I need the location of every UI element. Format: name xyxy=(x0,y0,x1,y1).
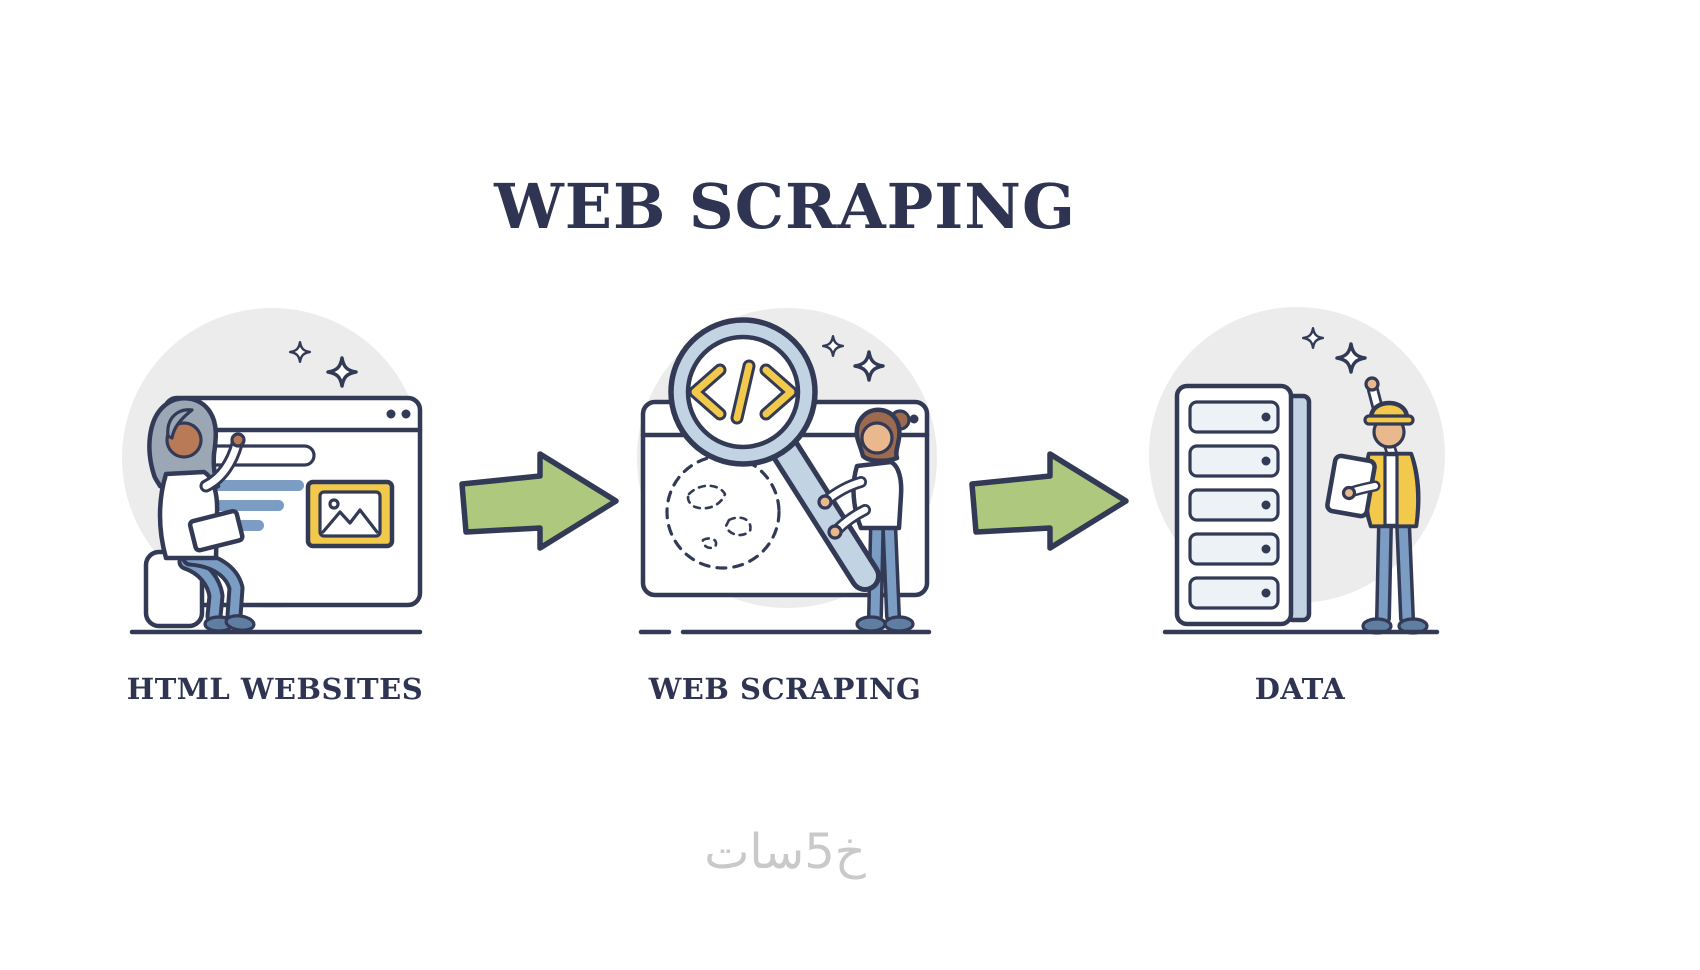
sparkle-icons xyxy=(288,340,358,388)
shoe xyxy=(883,615,915,633)
globe-icon xyxy=(665,454,781,570)
server-unit xyxy=(1188,576,1280,610)
laptop-icon xyxy=(187,508,245,553)
image-placeholder-icon xyxy=(305,479,395,549)
hard-hat-brim xyxy=(1363,414,1415,426)
sparkle-icons xyxy=(1301,326,1367,374)
illustration-web-scraping xyxy=(625,290,945,649)
hand xyxy=(817,494,833,510)
html-websites-graphic xyxy=(122,308,423,635)
label-web-scraping: WEB SCRAPING xyxy=(648,672,922,706)
server-unit xyxy=(1188,488,1280,522)
server-rack xyxy=(1174,383,1312,627)
hand xyxy=(827,524,843,540)
sparkle-icons xyxy=(821,334,885,382)
watermark: خ5سات xyxy=(704,824,866,880)
code-icon xyxy=(688,359,798,425)
shoe xyxy=(855,615,887,633)
arrow-right-icon xyxy=(969,451,1129,551)
content-block: WEB SCRAPING xyxy=(120,170,1455,880)
hand xyxy=(230,432,246,448)
web-scraping-graphic xyxy=(637,308,937,635)
label-html-websites: HTML WEBSITES xyxy=(126,672,424,706)
hand xyxy=(1364,376,1380,392)
server-unit xyxy=(1188,400,1280,434)
arms-on-handle xyxy=(817,476,871,540)
server-unit xyxy=(1188,532,1280,566)
data-graphic xyxy=(1149,307,1445,635)
face xyxy=(860,421,894,455)
hand xyxy=(1341,485,1357,501)
illustration-data xyxy=(1145,290,1455,649)
safety-vest xyxy=(1395,452,1420,528)
server-unit xyxy=(1188,444,1280,478)
label-data: DATA xyxy=(1254,672,1346,706)
magnifier-icon xyxy=(668,317,881,592)
arrow-right-icon xyxy=(459,451,619,551)
person-browsing xyxy=(143,396,256,633)
diagram-title: WEB SCRAPING xyxy=(494,170,1076,243)
illustration-html-websites xyxy=(120,290,430,649)
